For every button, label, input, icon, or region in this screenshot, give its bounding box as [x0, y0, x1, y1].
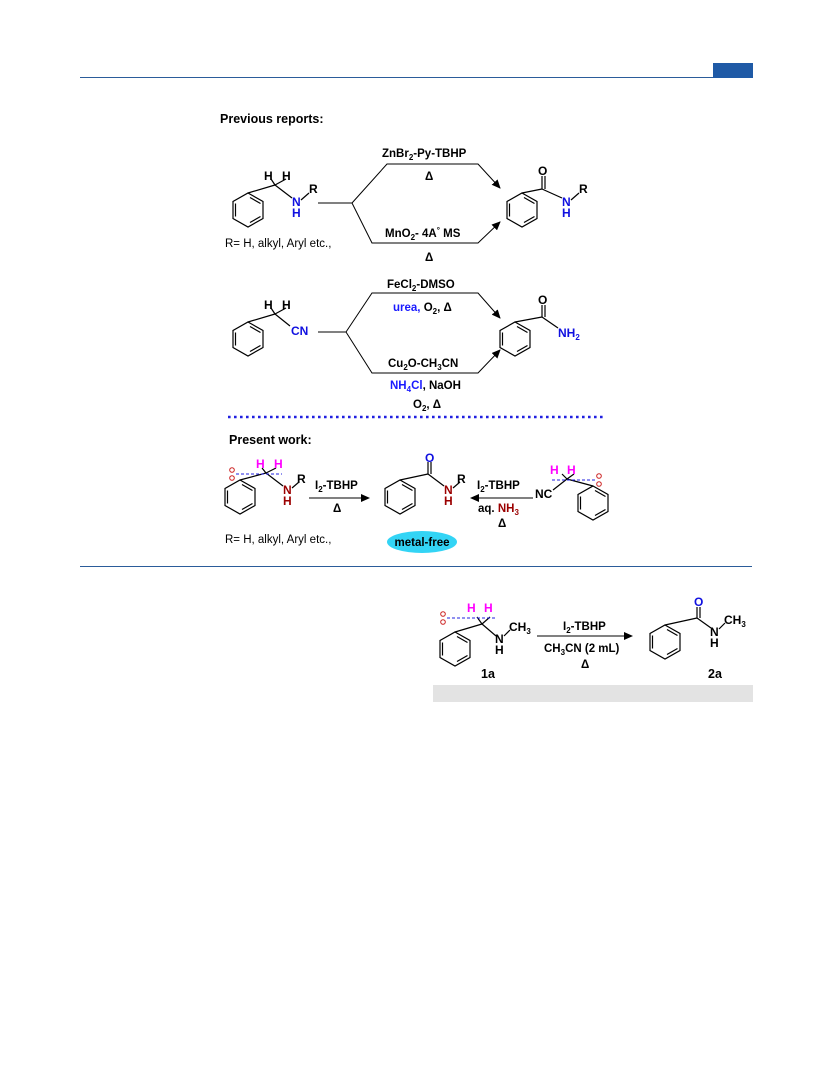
condition-nh4cl: NH4Cl, NaOH: [390, 380, 461, 394]
metal-free-label: metal-free: [395, 537, 450, 549]
scissor-icon: [229, 467, 235, 473]
reaction-solvent: CH3CN (2 mL): [544, 643, 620, 657]
reagent-i2-tbhp-right: I2-TBHP: [477, 480, 520, 494]
reagent-fecl2: FeCl2-DMSO: [387, 279, 455, 293]
label-2a: 2a: [708, 667, 723, 681]
svg-text:H: H: [710, 636, 719, 650]
table-header-bar: [433, 685, 753, 702]
svg-text:CH3: CH3: [509, 620, 531, 636]
reagent-znbr2: ZnBr2-Py-TBHP: [382, 148, 467, 162]
svg-text:N: N: [283, 483, 292, 497]
previous-reports-title: Previous reports:: [220, 112, 324, 126]
svg-text:H: H: [274, 457, 283, 471]
branch-arrows-2: [318, 292, 501, 374]
present-work-title: Present work:: [229, 433, 312, 447]
condition-aq-nh3: aq. NH3: [478, 503, 519, 517]
condition-o2-heat: O2, Δ: [413, 399, 441, 413]
reagent-cu2o: Cu2O-CH3CN: [388, 358, 458, 372]
condition-urea-word: urea: [393, 302, 418, 314]
svg-text:H: H: [292, 206, 301, 220]
svg-text:H: H: [282, 169, 291, 183]
svg-text:CH3: CH3: [724, 613, 746, 629]
product-2a-structure: O N H CH3: [649, 595, 746, 660]
r-group-note-1: R= H, alkyl, Aryl etc.,: [225, 238, 331, 250]
svg-text:H: H: [495, 643, 504, 657]
substrate-1a-structure: H H N H CH3: [439, 601, 531, 667]
condition-heat-present-left: Δ: [333, 503, 341, 515]
svg-text:H: H: [567, 463, 576, 477]
header-rule: [80, 77, 752, 78]
benzamide-structure-2: O NH2: [499, 293, 580, 357]
svg-text:R: R: [297, 472, 306, 486]
benzyl-cyanide-structure: H H CN: [232, 298, 308, 357]
svg-text:R: R: [457, 472, 466, 486]
svg-text:H: H: [467, 601, 476, 615]
condition-aq-word: aq.: [478, 503, 495, 515]
svg-text:O: O: [538, 293, 547, 307]
benzamide-structure-present: O N H R: [384, 451, 466, 515]
metal-free-badge: [387, 531, 457, 553]
section-rule: [80, 566, 752, 567]
svg-text:H: H: [484, 601, 493, 615]
condition-heat-2: Δ: [425, 252, 433, 264]
svg-text:N: N: [562, 195, 571, 209]
svg-text:N: N: [444, 483, 453, 497]
benzylamine-structure: H H N H R: [232, 169, 318, 228]
benzylamine-structure-present: H H N H R: [224, 457, 306, 515]
benzyl-cyanide-structure-present: H H NC: [535, 463, 609, 521]
condition-urea: urea, O2, Δ: [393, 302, 452, 316]
svg-text:H: H: [283, 494, 292, 508]
scissor-icon-right: [596, 473, 602, 479]
svg-text:CN: CN: [291, 324, 308, 338]
reaction-reagent: I2-TBHP: [563, 621, 606, 635]
svg-text:O: O: [538, 164, 547, 178]
svg-text:H: H: [282, 298, 291, 312]
condition-heat-1: Δ: [425, 171, 433, 183]
svg-text:H: H: [256, 457, 265, 471]
reagent-mno2: MnO2- 4A° MS: [385, 226, 461, 242]
svg-text:NH2: NH2: [558, 326, 580, 342]
svg-text:R: R: [579, 182, 588, 196]
svg-text:H: H: [550, 463, 559, 477]
branch-arrows-1: [318, 163, 501, 244]
svg-text:H: H: [264, 298, 273, 312]
r-group-note-2: R= H, alkyl, Aryl etc.,: [225, 534, 331, 546]
svg-text:O: O: [425, 451, 434, 465]
svg-text:O: O: [694, 595, 703, 609]
scissor-icon-1a: [440, 611, 446, 617]
reagent-i2-tbhp-left: I2-TBHP: [315, 480, 358, 494]
header-tab: [713, 63, 753, 78]
condition-heat-present-right: Δ: [498, 518, 506, 530]
benzamide-structure-1: O N H R: [506, 164, 588, 228]
label-1a: 1a: [481, 667, 496, 681]
svg-text:NC: NC: [535, 487, 553, 501]
svg-text:H: H: [562, 206, 571, 220]
svg-text:N: N: [292, 195, 301, 209]
condition-naoh: NaOH: [429, 380, 461, 392]
svg-text:N: N: [710, 625, 719, 639]
svg-text:R: R: [309, 182, 318, 196]
reaction-condition: Δ: [581, 659, 589, 671]
svg-text:N: N: [495, 632, 504, 646]
svg-text:H: H: [444, 494, 453, 508]
svg-text:H: H: [264, 169, 273, 183]
